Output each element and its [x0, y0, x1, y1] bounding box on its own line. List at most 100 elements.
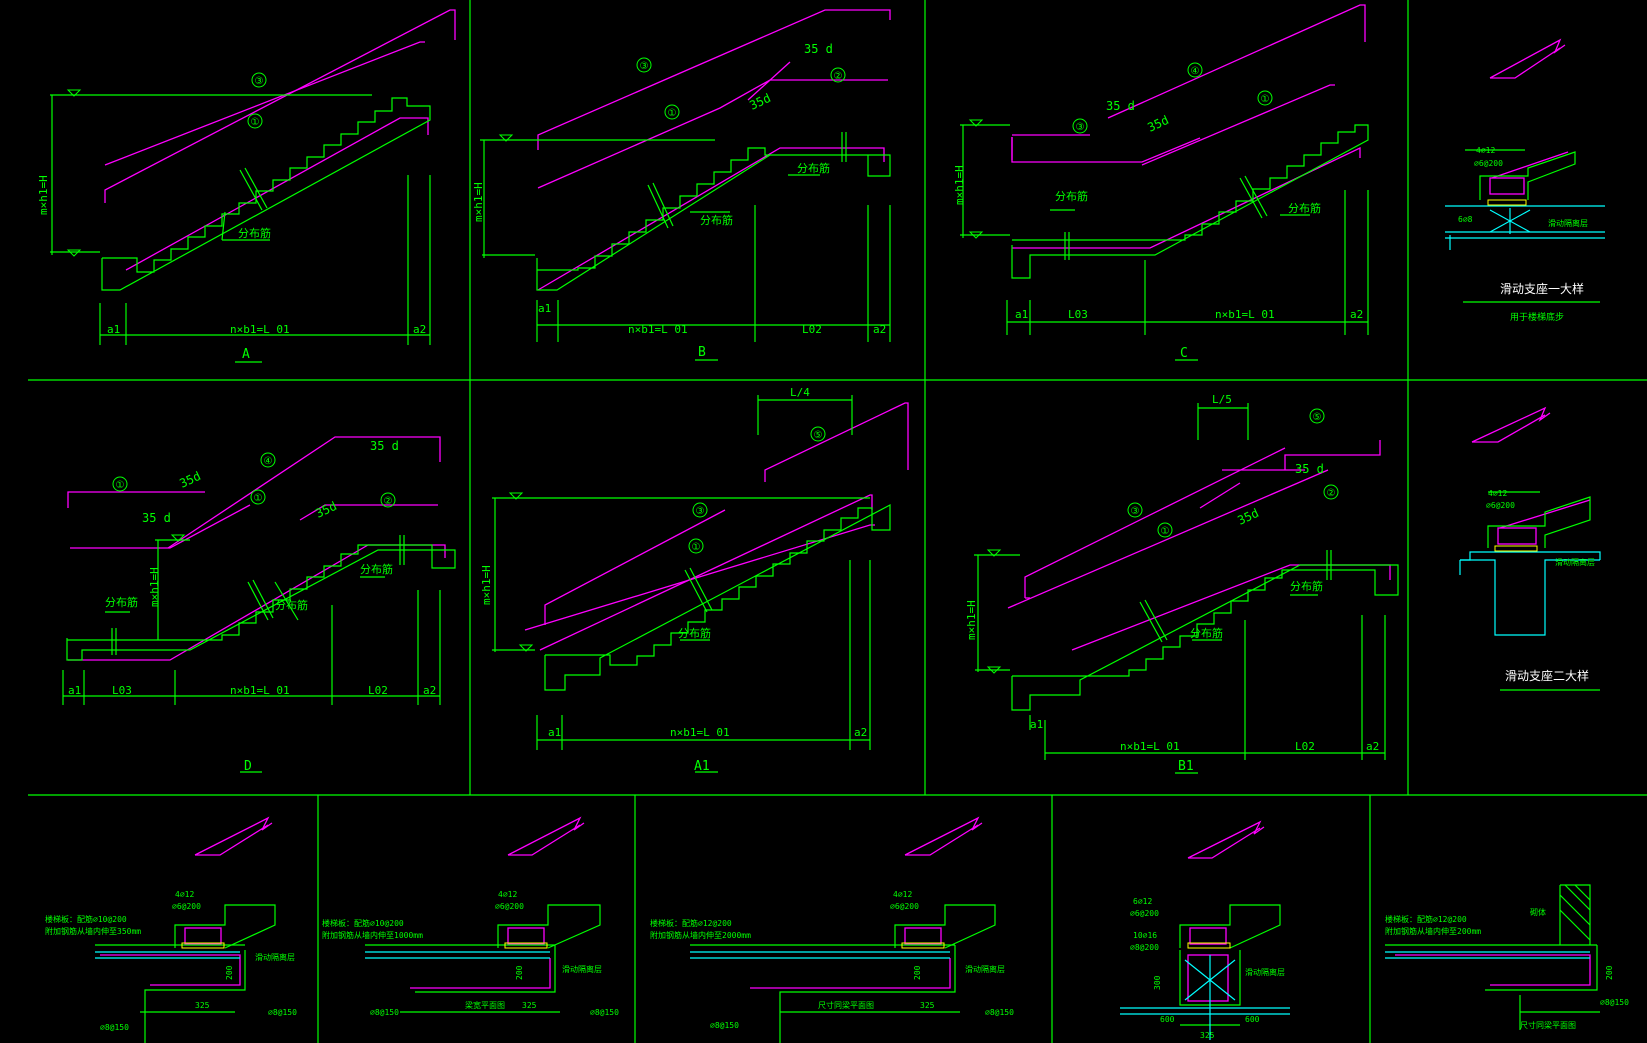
- panel-a-stair: [50, 94, 431, 363]
- panel-d-bar-tag-4: ④: [264, 456, 273, 467]
- panel-b1-bar-tag-1: ①: [1161, 526, 1170, 537]
- bottom3-label-slab: 楼梯板：配筋⌀12@200: [650, 918, 732, 928]
- panel-b-bar-tag-3: ③: [640, 61, 649, 72]
- panel-b-dim-l01: n×b1=L 01: [628, 323, 688, 336]
- panel-d-bar-tag-2: ②: [384, 496, 393, 507]
- panel-a1-annotation: 分布筋: [678, 626, 711, 640]
- panel-b1-top-dim: L/5: [1212, 393, 1232, 406]
- panel-c-bar-tag-1: ①: [1261, 94, 1270, 105]
- panel-a-rebar: [104, 9, 456, 271]
- panel-a1-bar-tag-5: ⑤: [814, 430, 823, 441]
- panel-a1-bar-tag-1: ①: [692, 542, 701, 553]
- panel-c-annotation-1: 分布筋: [1055, 189, 1088, 203]
- panel-a1-dim-l01: n×b1=L 01: [670, 726, 730, 739]
- panel-d-stair: [62, 535, 456, 773]
- panel-a1: L/4 ⑤ ③ ① m×h1=H a1 n×b1=L 01 a2 分布筋 A1: [480, 386, 909, 774]
- bottom3-label-d8a: ⌀8@150: [710, 1021, 739, 1030]
- panel-a-dim-a1: a1: [107, 323, 120, 336]
- panel-c-dim-l01: n×b1=L 01: [1215, 308, 1275, 321]
- panel-b-bar-tag-2: ②: [834, 71, 843, 82]
- panel-c-anchor-35d-1: 35 d: [1106, 99, 1135, 113]
- panel-b1-dim-l01: n×b1=L 01: [1120, 740, 1180, 753]
- detail1-label-6d8: 6⌀8: [1458, 215, 1473, 224]
- panel-b-dim-a2: a2: [873, 323, 886, 336]
- panel-b1-dim-a1: a1: [1030, 718, 1043, 731]
- panel-b-height-label: m×h1=H: [472, 182, 485, 222]
- panel-d-dim-l02: L02: [368, 684, 388, 697]
- bottom2-label-beam: 梁宽平面图: [465, 1000, 505, 1010]
- panel-c-dim-a1: a1: [1015, 308, 1028, 321]
- panel-d-dim-a1: a1: [68, 684, 81, 697]
- panel-a-caption: A: [242, 347, 250, 362]
- panel-d: ① ④ ① ② 35 d 35 d 35d 35d m×h1=H a1 L03 …: [62, 436, 456, 774]
- bottom3-label-extra: 附加钢筋从墙内伸至2000mm: [650, 930, 751, 940]
- detail1-subtitle: 用于楼梯底步: [1510, 311, 1564, 323]
- bottom3-label-200: 200: [913, 965, 922, 980]
- bottom3-label-d6: ⌀6@200: [890, 902, 919, 911]
- bottom1-label-extra: 附加钢筋从墙内伸至350mm: [45, 926, 141, 936]
- detail1-label-slide: 滑动隔离层: [1548, 218, 1588, 228]
- panel-c-dim-l03: L03: [1068, 308, 1088, 321]
- bottom4-label-6d12: 6⌀12: [1133, 897, 1152, 906]
- panel-b-annotation-1: 分布筋: [700, 213, 733, 227]
- panel-b1-caption: B1: [1178, 759, 1194, 774]
- bottom4-label-325: 325: [1200, 1031, 1215, 1040]
- bottom3-label-325: 325: [920, 1001, 935, 1010]
- panel-a-bar-tag-3: ③: [255, 76, 264, 87]
- bottom2-label-extra: 附加钢筋从墙内伸至1000mm: [322, 930, 423, 940]
- panel-a1-caption: A1: [694, 759, 710, 774]
- bottom1-label-slide: 滑动隔离层: [255, 952, 295, 962]
- panel-d-bar-tag-1a: ①: [116, 480, 125, 491]
- bottom2-label-d8a: ⌀8@150: [370, 1008, 399, 1017]
- panel-a-annotation: 分布筋: [238, 226, 271, 240]
- panel-b1-anchor-35d-1: 35 d: [1295, 462, 1324, 476]
- panel-b-anchor-35d-1: 35 d: [804, 42, 833, 56]
- panel-b1: L/5 ⑤ ② ③ ① 35 d 35d m×h1=H a1 n×b1=L 01…: [965, 393, 1399, 774]
- detail1-label-4d12: 4⌀12: [1476, 146, 1495, 155]
- panel-d-annotation-1: 分布筋: [105, 595, 138, 609]
- panel-a1-dim-a2: a2: [854, 726, 867, 739]
- bottom1-label-d6: ⌀6@200: [172, 902, 201, 911]
- panel-c-height-label: m×h1=H: [953, 165, 966, 205]
- panel-c-bar-tag-3: ③: [1076, 122, 1085, 133]
- bottom5-label-slab: 楼梯板：配筋⌀12@200: [1385, 914, 1467, 924]
- panel-a-dim-l01: n×b1=L 01: [230, 323, 290, 336]
- bottom3-label-beam: 尺寸同梁平面图: [818, 1000, 874, 1010]
- panel-b1-annotation-2: 分布筋: [1290, 579, 1323, 593]
- bottom3-label-slide: 滑动隔离层: [965, 964, 1005, 974]
- detail2-label-slide: 滑动隔离层: [1555, 557, 1595, 567]
- panel-b1-dim-a2: a2: [1366, 740, 1379, 753]
- panel-d-dim-a2: a2: [423, 684, 436, 697]
- bottom4-label-slide: 滑动隔离层: [1245, 967, 1285, 977]
- panel-b1-annotation-1: 分布筋: [1190, 626, 1223, 640]
- panel-b-stair: [480, 132, 891, 361]
- bottom5-label-masonry: 砌体: [1530, 907, 1546, 917]
- panel-a-dim-a2: a2: [413, 323, 426, 336]
- panel-a1-dim-a1: a1: [548, 726, 561, 739]
- detail-sliding-support-2: 4⌀12 ⌀6@200 滑动隔离层 滑动支座二大样: [1459, 406, 1601, 691]
- bottom2-label-200: 200: [515, 965, 524, 980]
- bottom1-label-4d12: 4⌀12: [175, 890, 194, 899]
- bottom1-label-d8a: ⌀8@150: [268, 1008, 297, 1017]
- bottom5-label-200: 200: [1605, 965, 1614, 980]
- detail2-title: 滑动支座二大样: [1505, 668, 1589, 683]
- bottom-detail-4: 6⌀12 ⌀6@200 10⌀16 ⌀8@200 滑动隔离层 300 600 6…: [1120, 820, 1290, 1040]
- detail1-title: 滑动支座一大样: [1500, 281, 1584, 296]
- panel-d-dim-l01: n×b1=L 01: [230, 684, 290, 697]
- bottom4-label-10d16: 10⌀16: [1133, 931, 1157, 940]
- panel-c: ③ ④ ① 35 d 35d m×h1=H a1 L03 n×b1=L 01 a…: [953, 4, 1369, 361]
- panel-d-annotation-3: 分布筋: [360, 562, 393, 576]
- panel-a1-top-dim: L/4: [790, 386, 810, 399]
- bottom1-label-325: 325: [195, 1001, 210, 1010]
- bottom-detail-5: 楼梯板：配筋⌀12@200 附加钢筋从墙内伸至200mm 砌体 200 ⌀8@1…: [1385, 884, 1629, 1030]
- panel-d-dim-l03: L03: [112, 684, 132, 697]
- panel-b-dim-l02: L02: [802, 323, 822, 336]
- panel-b1-height-label: m×h1=H: [965, 600, 978, 640]
- bottom2-label-325: 325: [522, 1001, 537, 1010]
- panel-d-bar-tag-1b: ①: [254, 493, 263, 504]
- panel-a1-bar-tag-3: ③: [696, 506, 705, 517]
- bottom4-label-600b: 600: [1245, 1015, 1260, 1024]
- panel-a: ③ ① m×h1=H a1 n×b1=L 01 a2 分布筋 A: [37, 9, 456, 363]
- bottom1-label-d8b: ⌀8@150: [100, 1023, 129, 1032]
